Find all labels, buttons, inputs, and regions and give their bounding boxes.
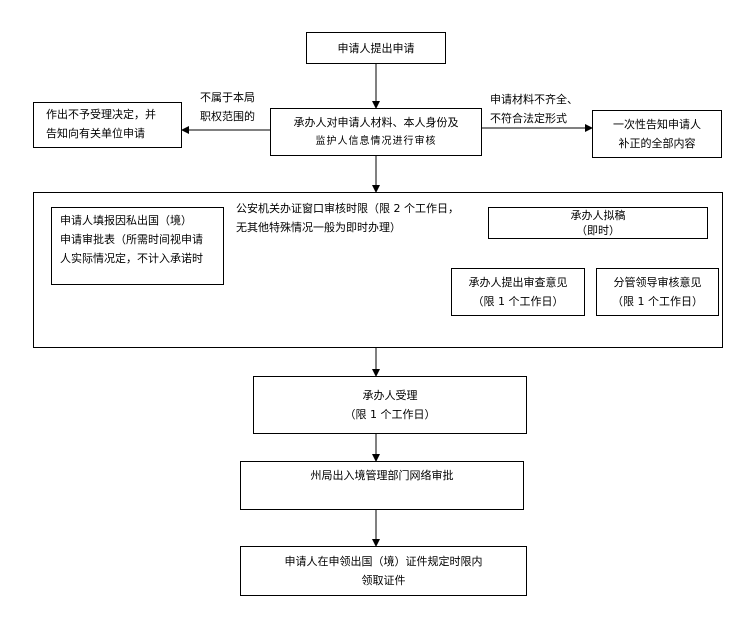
window-limit-text: 公安机关办证窗口审核时限（限 2 个工作日， 无其他特殊情况一般为即时办理） — [236, 199, 459, 237]
collect-line-2: 领取证件 — [361, 574, 406, 587]
review-box: 承办人对申请人材料、本人身份及 监护人信息情况进行审核 — [270, 108, 482, 156]
opinion-line-2: （限 1 个工作日） — [472, 295, 564, 308]
start-label: 申请人提出申请 — [337, 41, 415, 55]
accept-box: 承办人受理 （限 1 个工作日） — [253, 376, 527, 434]
fill-form-box: 申请人填报因私出国（境） 申请审批表（所需时间视申请 人实际情况定，不计入承诺时 — [51, 207, 224, 285]
reject-line-1: 作出不予受理决定，并 — [46, 108, 156, 121]
accept-line-1: 承办人受理 — [362, 389, 418, 402]
fill-form-line-1: 申请人填报因私出国（境） — [60, 214, 192, 227]
reject-box: 作出不予受理决定，并 告知向有关单位申请 — [33, 102, 182, 148]
review-line-2: 监护人信息情况进行审核 — [315, 136, 437, 147]
network-label: 州局出入境管理部门网络审批 — [310, 469, 454, 482]
window-limit-line-2: 无其他特殊情况一般为即时办理） — [236, 221, 401, 234]
leader-box: 分管领导审核意见 （限 1 个工作日） — [596, 268, 719, 316]
accept-line-2: （限 1 个工作日） — [344, 408, 436, 421]
draft-box: 承办人拟稿 （即时） — [488, 207, 708, 239]
incomplete-note-line-2: 不符合法定形式 — [490, 112, 567, 125]
incomplete-note: 申请材料不齐全、 不符合法定形式 — [490, 90, 578, 128]
collect-box: 申请人在申领出国（境）证件规定时限内 领取证件 — [240, 546, 527, 596]
window-limit-line-1: 公安机关办证窗口审核时限（限 2 个工作日， — [236, 202, 459, 215]
notify-box: 一次性告知申请人 补正的全部内容 — [592, 110, 722, 158]
incomplete-note-line-1: 申请材料不齐全、 — [490, 93, 578, 106]
network-box: 州局出入境管理部门网络审批 — [240, 461, 524, 510]
leader-line-2: （限 1 个工作日） — [612, 295, 703, 308]
fill-form-line-2: 申请审批表（所需时间视申请 — [60, 233, 203, 246]
notify-line-1: 一次性告知申请人 — [613, 118, 701, 131]
reject-line-2: 告知向有关单位申请 — [46, 127, 145, 140]
leader-line-1: 分管领导审核意见 — [613, 276, 702, 289]
collect-line-1: 申请人在申领出国（境）证件规定时限内 — [284, 555, 483, 568]
opinion-line-1: 承办人提出审查意见 — [468, 276, 568, 289]
review-line-1: 承办人对申请人材料、本人身份及 — [293, 116, 459, 129]
opinion-box: 承办人提出审查意见 （限 1 个工作日） — [451, 268, 585, 316]
draft-line-1: 承办人拟稿 — [570, 209, 626, 222]
fill-form-line-3: 人实际情况定，不计入承诺时 — [60, 252, 203, 265]
notify-line-2: 补正的全部内容 — [618, 137, 696, 150]
reject-note-line-1: 不属于本局 — [200, 91, 255, 104]
start-box: 申请人提出申请 — [306, 32, 446, 64]
reject-note: 不属于本局 职权范围的 — [200, 88, 255, 126]
reject-note-line-2: 职权范围的 — [200, 110, 255, 123]
draft-line-2: （即时） — [576, 224, 620, 237]
